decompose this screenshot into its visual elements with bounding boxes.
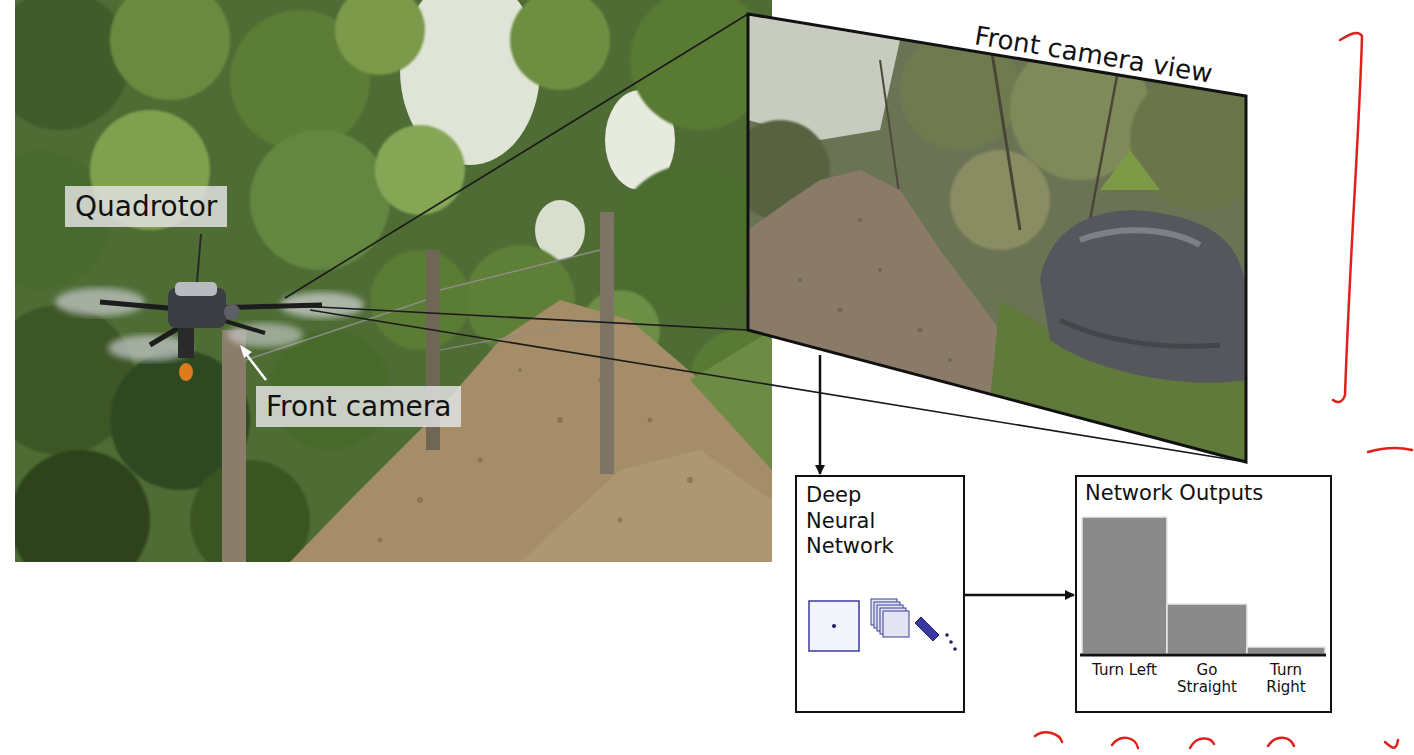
output-dot (945, 633, 949, 637)
chart-axis (1080, 654, 1326, 657)
part-label: Front camera (256, 386, 461, 427)
network-icon (797, 591, 963, 661)
tick-label: Turn Left (1087, 662, 1163, 679)
dense-layer (915, 617, 939, 641)
quadrotor-drone (55, 282, 364, 381)
tick-label: Go Straight (1169, 662, 1245, 696)
box-title: Deep Neural Network (797, 477, 936, 560)
output-bar (1082, 517, 1167, 654)
chart-title: Network Outputs (1077, 477, 1271, 510)
output-dot (953, 647, 957, 651)
input-layer (809, 601, 859, 651)
label-text: Quadrotor (75, 189, 217, 224)
forest-photo (15, 0, 772, 562)
tick-label: Turn Right (1248, 662, 1324, 696)
network-box: Deep Neural Network (795, 475, 965, 713)
output-chart-box: Network OutputsTurn Left Go StraightTurn … (1075, 475, 1332, 713)
leader-line (197, 234, 201, 282)
handwritten-marks (1035, 33, 1412, 748)
output-bar (1167, 604, 1247, 654)
view-heading: Front camera view (973, 20, 1215, 88)
camera-view-image (730, 10, 1270, 470)
output-dot (949, 640, 953, 644)
view-border (748, 14, 1246, 462)
flow-arrow (965, 594, 1074, 597)
part-label: Quadrotor (65, 186, 227, 227)
input-dot (832, 624, 836, 628)
flow-arrow (819, 355, 822, 474)
output-bar (1247, 647, 1325, 654)
conv-layer (883, 611, 909, 637)
camera-view-frame: Front camera view (745, 10, 1250, 470)
label-text: Front camera (266, 389, 451, 424)
